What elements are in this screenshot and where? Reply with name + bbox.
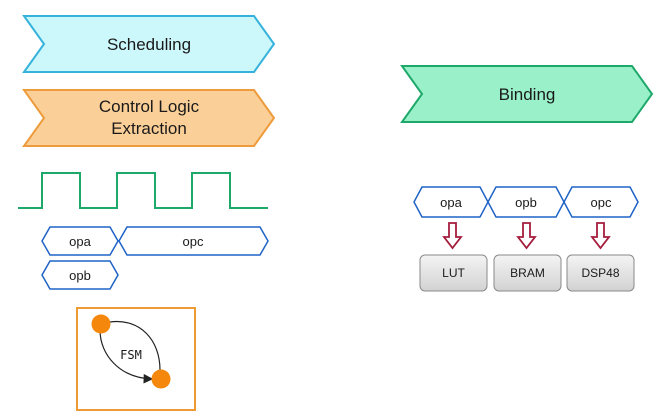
scheduling-label: Scheduling [107, 35, 191, 54]
resource-bram: BRAM [493, 254, 562, 292]
fsm-label: FSM [120, 348, 142, 362]
binding-op-opb-label: opb [515, 195, 537, 210]
fsm-transition-bottom [99, 329, 154, 384]
binding-op-opc: opc [563, 186, 639, 218]
resource-lut-label: LUT [442, 266, 465, 280]
schedule-op-opb-label: opb [69, 268, 91, 283]
bind-arrow-bram [516, 222, 537, 250]
bind-arrow-dsp [590, 222, 611, 250]
binding-stage: Binding [400, 65, 654, 123]
fsm-box: FSM [76, 307, 196, 411]
schedule-op-opa: opa [41, 226, 119, 256]
clock-waveform [18, 172, 268, 209]
fsm-state-node-1 [91, 314, 111, 334]
resource-bram-label: BRAM [510, 266, 545, 280]
binding-op-opa-label: opa [440, 195, 462, 210]
binding-op-opb: opb [487, 186, 565, 218]
fsm-transition-top [101, 318, 161, 371]
binding-label: Binding [499, 85, 556, 104]
binding-op-opc-label: opc [591, 195, 612, 210]
control-logic-label-line1: Control Logic [99, 97, 200, 116]
resource-dsp48-label: DSP48 [581, 266, 619, 280]
schedule-op-opb: opb [41, 260, 119, 290]
fsm-state-node-2 [151, 369, 171, 389]
bind-arrow-lut [442, 222, 463, 250]
resource-dsp48: DSP48 [566, 254, 635, 292]
control-logic-label-line2: Extraction [111, 119, 187, 138]
control-logic-stage: Control Logic Extraction [22, 89, 276, 147]
schedule-op-opa-label: opa [69, 234, 91, 249]
schedule-op-opc: opc [118, 226, 269, 256]
binding-op-opa: opa [413, 186, 489, 218]
schedule-op-opc-label: opc [183, 234, 204, 249]
resource-lut: LUT [419, 254, 488, 292]
scheduling-stage: Scheduling [22, 15, 276, 73]
